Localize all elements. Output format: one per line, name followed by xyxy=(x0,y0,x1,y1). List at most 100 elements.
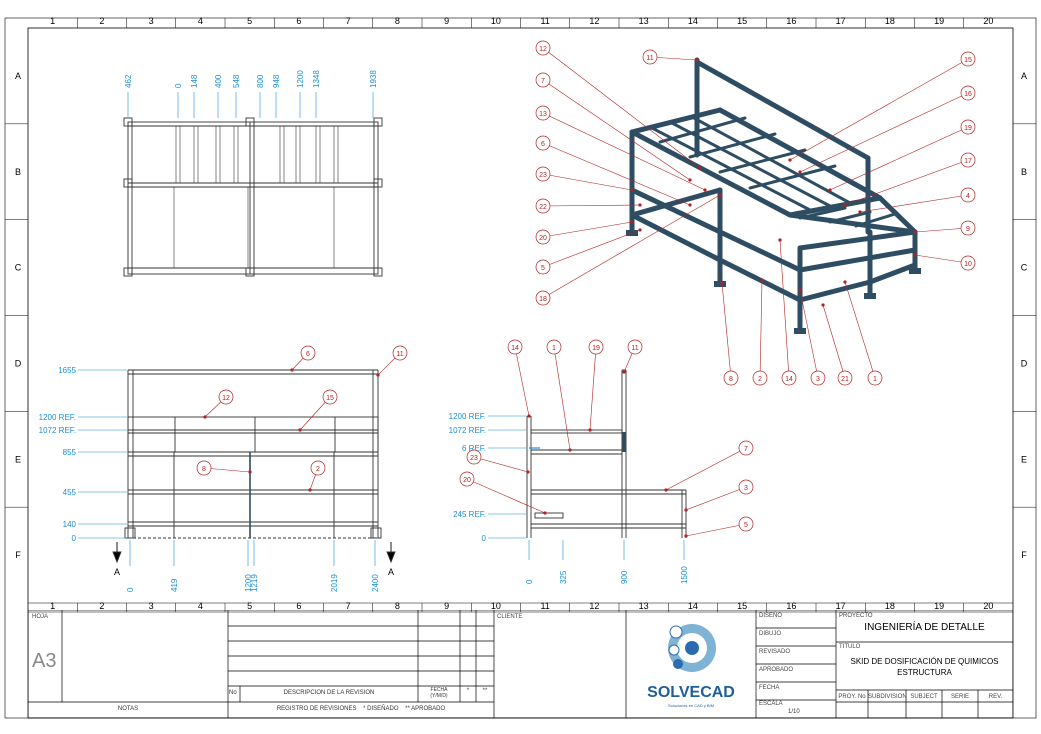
balloon-arrow xyxy=(568,448,572,452)
balloon-arrow xyxy=(798,288,802,292)
balloon xyxy=(810,370,826,386)
col-number-bottom: 15 xyxy=(737,601,747,611)
balloon-number: 16 xyxy=(964,91,972,98)
rev-approved-header: ** xyxy=(482,688,488,694)
balloon-number: 1 xyxy=(873,376,877,383)
dim-label: 855 xyxy=(63,448,77,457)
col-number-top: 12 xyxy=(589,16,599,26)
balloon-leader xyxy=(829,126,969,191)
balloon xyxy=(507,339,523,355)
col-number-top: 2 xyxy=(99,16,104,26)
format-label: HOJA xyxy=(32,614,49,620)
balloon xyxy=(459,471,475,487)
balloon-number: 15 xyxy=(326,395,334,402)
logo-tagline: Soluciones en CAD y BIM xyxy=(667,703,715,708)
row-letter-left: C xyxy=(15,263,22,273)
balloon-arrow xyxy=(843,280,847,284)
scale-value: 1/10 xyxy=(788,709,800,715)
dim-label: 1200 xyxy=(244,574,253,592)
balloon-number: 14 xyxy=(785,376,793,383)
col-number-bottom: 6 xyxy=(296,601,301,611)
dim-label: 0 xyxy=(525,579,534,584)
balloon-leader xyxy=(542,142,691,206)
balloon-arrow xyxy=(913,230,917,234)
balloon-arrow xyxy=(684,508,688,512)
col-number-bottom: 9 xyxy=(444,601,449,611)
title-label: TITULO xyxy=(839,644,861,650)
col-number-bottom: 19 xyxy=(934,601,944,611)
balloon xyxy=(738,479,754,495)
top-view xyxy=(123,117,383,277)
dim-label: 2400 xyxy=(371,574,380,592)
col-number-top: 5 xyxy=(247,16,252,26)
dim-label: 948 xyxy=(272,74,281,88)
col-number-top: 20 xyxy=(983,16,993,26)
col-number-top: 1 xyxy=(50,16,55,26)
balloon-number: 23 xyxy=(539,172,547,179)
dim-label: 1655 xyxy=(58,366,76,375)
balloon-leader xyxy=(542,229,641,268)
dim-label: 6 REF. xyxy=(462,444,486,453)
dim-label: 325 xyxy=(559,570,568,584)
balloon-arrow xyxy=(821,303,825,307)
balloon-arrow xyxy=(778,238,782,242)
balloon-number: 2 xyxy=(316,466,320,473)
col-number-bottom: 2 xyxy=(99,601,104,611)
col-number-top: 18 xyxy=(885,16,895,26)
balloon-leader xyxy=(759,279,763,379)
balloon-leader xyxy=(799,92,969,173)
col-number-bottom: 5 xyxy=(247,601,252,611)
balloon-leader xyxy=(779,239,790,379)
balloon-number: 23 xyxy=(470,455,478,462)
role-approved: APROBADO xyxy=(759,667,794,673)
balloon-arrow xyxy=(248,470,252,474)
balloon-number: 15 xyxy=(964,57,972,64)
balloon-number: 7 xyxy=(541,78,545,85)
balloon-leader xyxy=(859,194,969,213)
dim-label: 1200 xyxy=(296,70,305,88)
balloon xyxy=(535,105,551,121)
balloon-leader xyxy=(466,478,546,514)
balloon-arrow xyxy=(308,488,312,492)
balloon-arrow xyxy=(913,253,917,257)
role-reviewed: REVISADO xyxy=(759,649,791,655)
balloon xyxy=(960,119,976,135)
col-number-bottom: 8 xyxy=(395,601,400,611)
balloon-leader xyxy=(844,281,876,379)
balloon-arrow xyxy=(798,170,802,174)
balloon-arrow xyxy=(638,228,642,232)
notes-label: NOTAS xyxy=(117,706,139,712)
dim-label: 1219 xyxy=(250,574,259,592)
rev-desc-header: DESCRIPCION DE LA REVISION xyxy=(283,690,375,696)
balloon-leader xyxy=(589,346,597,431)
project-name: INGENIERÍA DE DETALLE xyxy=(864,622,985,633)
dim-label: 419 xyxy=(170,578,179,592)
balloon-leader xyxy=(542,204,641,207)
rev-designed-header: * xyxy=(466,688,470,694)
balloon-number: 11 xyxy=(396,351,403,358)
col-number-top: 19 xyxy=(934,16,944,26)
row-letter-right: D xyxy=(1021,358,1028,368)
balloon-number: 7 xyxy=(744,446,748,453)
dim-label: 2019 xyxy=(330,574,339,592)
dim-label: 462 xyxy=(124,74,133,88)
col-number-top: 11 xyxy=(540,16,549,26)
balloon-arrow xyxy=(290,368,294,372)
balloon-arrow xyxy=(543,511,547,515)
balloon-arrow xyxy=(698,166,702,170)
dim-label: 400 xyxy=(214,74,223,88)
balloon xyxy=(535,198,551,214)
balloon-number: 11 xyxy=(631,345,638,352)
balloon xyxy=(960,85,976,101)
balloon-leader xyxy=(914,254,969,264)
dim-label: 1200 REF. xyxy=(39,413,76,422)
dim-label: 0 xyxy=(174,83,183,88)
balloon-leader xyxy=(914,227,969,233)
balloon-number: 22 xyxy=(539,204,547,211)
col-number-top: 4 xyxy=(198,16,203,26)
balloon xyxy=(535,40,551,56)
balloon-leader xyxy=(542,221,633,238)
balloon xyxy=(466,449,482,465)
